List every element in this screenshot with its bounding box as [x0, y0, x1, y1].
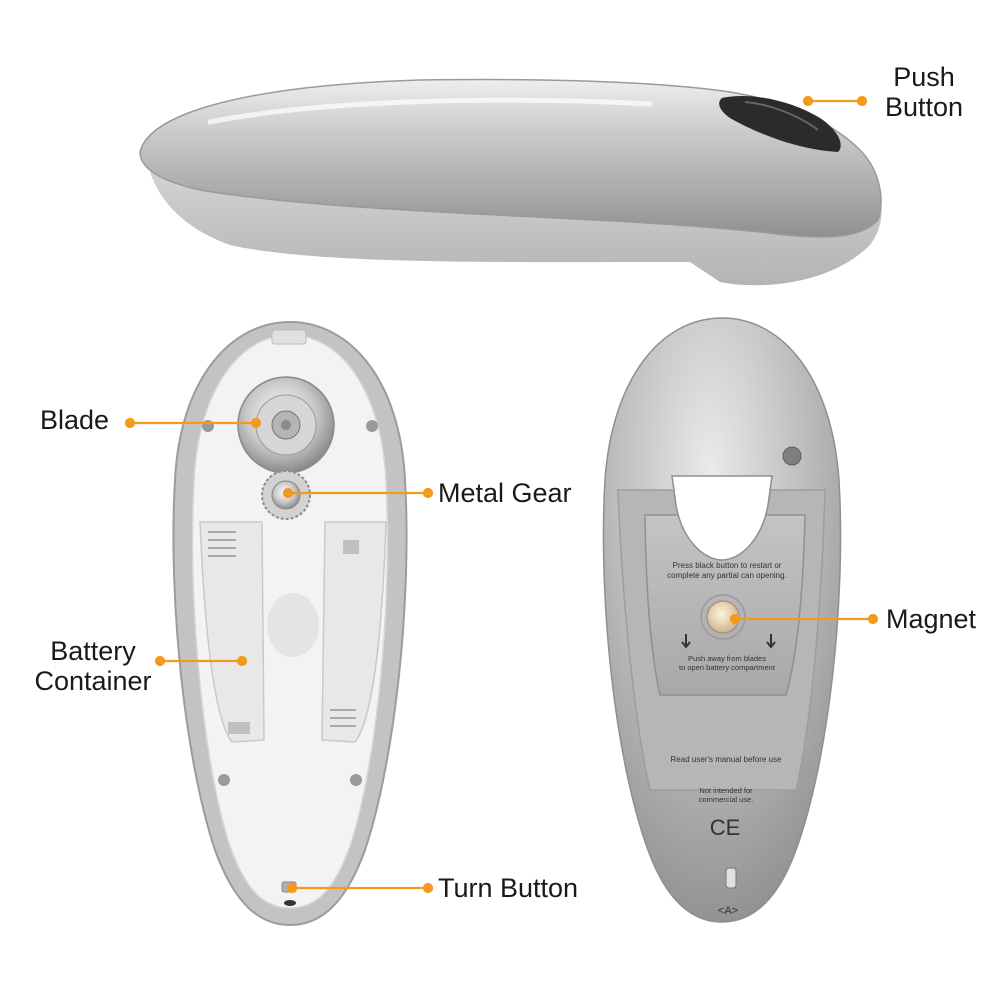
recycle-mark: <A>: [718, 905, 738, 917]
screw-icon: [218, 774, 230, 786]
blade-label: Blade: [40, 405, 110, 435]
battery-note-line-2: to open battery compartment: [679, 663, 776, 672]
side-view-opener: [139, 78, 882, 286]
battery-spring-icon: [330, 709, 356, 727]
screw-icon: [350, 774, 362, 786]
turn-button-label: Turn Button: [438, 873, 579, 903]
bottom-slot: [725, 867, 737, 889]
ce-mark: CE: [710, 815, 741, 840]
leader-blade: [124, 417, 262, 429]
side-view-body: [139, 78, 882, 238]
battery-bay-right: [321, 521, 387, 743]
magnet-outer-ring: [700, 594, 746, 640]
top-clip: [271, 329, 307, 345]
bottom-hole: [284, 900, 296, 906]
screw-icon: [202, 420, 214, 432]
commercial-note-line-1: Not intended for: [699, 786, 753, 795]
inner-view-opener: [172, 320, 408, 927]
leader-metal-gear: [282, 487, 434, 499]
blade-screw: [281, 420, 291, 430]
leader-push-button: [802, 95, 868, 107]
screw-icon: [782, 446, 802, 466]
back-view-opener: Press black button to restart or complet…: [602, 317, 842, 923]
arrow-down-icon: [681, 634, 691, 649]
battery-bay-left: [199, 521, 265, 743]
screw-icon: [366, 420, 378, 432]
center-pad: [267, 593, 319, 657]
commercial-note-line-2: commercial use.: [699, 795, 754, 804]
battery-contact: [343, 540, 359, 554]
instruction-line-2: complete any partial can opening.: [667, 571, 787, 580]
magnet-label: Magnet: [886, 604, 977, 634]
battery-container-label-line2: Container: [34, 666, 152, 696]
instruction-line-1: Press black button to restart or: [673, 561, 782, 570]
push-button-label-line2: Button: [884, 92, 964, 122]
battery-container-label: Battery Container: [22, 636, 164, 696]
blade-cutout: [671, 475, 773, 561]
battery-spring-icon: [208, 531, 236, 557]
push-button-shine: [744, 101, 819, 131]
battery-container-label-line1: Battery: [50, 636, 136, 666]
manual-note: Read user's manual before use: [671, 755, 782, 764]
side-view-highlight: [207, 97, 653, 125]
metal-gear-label: Metal Gear: [438, 478, 572, 508]
leader-battery-container: [154, 655, 248, 667]
battery-contact: [228, 722, 250, 734]
push-button-label-line1: Push: [893, 62, 955, 92]
arrow-down-icon: [766, 634, 776, 649]
leader-magnet: [729, 613, 879, 625]
leader-turn-button: [286, 882, 434, 894]
push-button-label: Push Button: [868, 62, 980, 122]
push-button-part: [719, 96, 841, 152]
battery-note-line-1: Push away from blades: [688, 654, 766, 663]
callout-lines: [124, 95, 879, 894]
